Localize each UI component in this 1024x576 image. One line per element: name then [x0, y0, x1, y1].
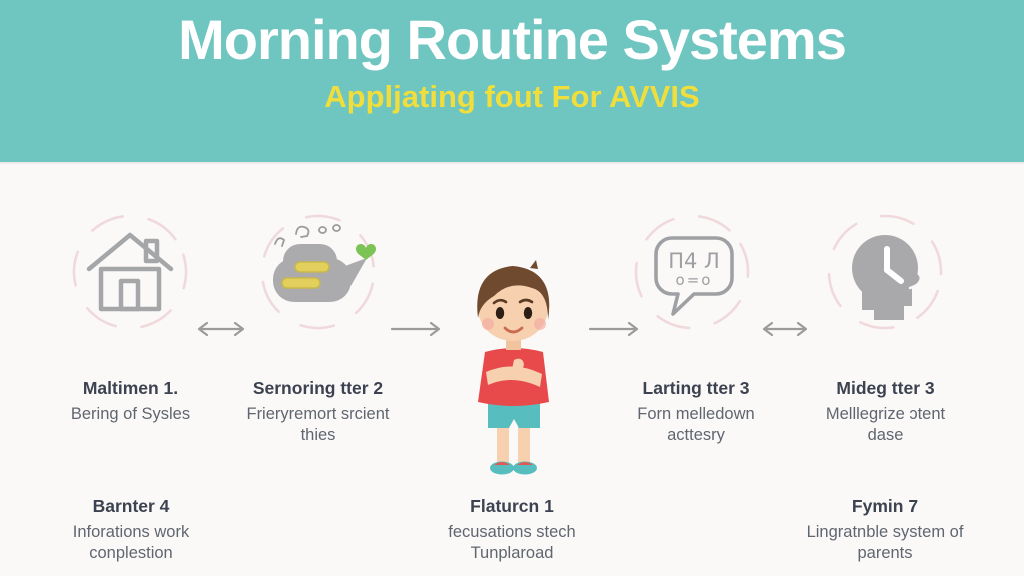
right-arrow	[586, 320, 642, 338]
step-label-2: Sernoring tter 2 Frieryremort srcient th…	[233, 378, 403, 446]
bottom-title: Fymin 7	[851, 496, 919, 516]
halo-circle	[632, 212, 752, 332]
step-title: Mideg tter 3	[836, 378, 935, 398]
halo-circle	[258, 212, 378, 332]
step-desc: Frieryremort srcient thies	[246, 405, 390, 444]
double-arrow	[194, 320, 248, 338]
step-desc: Melllegrize ɔtent dase	[825, 405, 946, 444]
step-label-4: Mideg tter 3 Melllegrize ɔtent dase	[808, 378, 963, 446]
halo-circle	[825, 212, 945, 332]
boy-character	[452, 256, 572, 489]
head-clock-icon	[840, 228, 935, 329]
right-arrow	[388, 320, 444, 338]
step-label-3: Larting tter 3 Forn melledown acttesry	[620, 378, 772, 446]
bottom-desc: Lingratnble system of parents	[806, 523, 964, 562]
heart-icon	[356, 243, 376, 260]
speech-bubble-icon: Π4 Л o=o	[646, 228, 741, 325]
doodle-marks	[274, 224, 341, 247]
bird-stripes	[281, 261, 330, 289]
step-title: Maltimen 1.	[82, 378, 179, 398]
bottom-title: Barnter 4	[92, 496, 170, 516]
step-title: Sernoring tter 2	[252, 378, 384, 398]
step-desc: Bering of Sysles	[70, 405, 191, 423]
halo-circle	[70, 212, 190, 332]
step-title: Larting tter 3	[642, 378, 750, 398]
hair	[477, 266, 550, 320]
bubble-glyphs-line2: o=o	[676, 271, 713, 289]
bottom-desc: fecusations stech Tunplaroad	[448, 523, 576, 562]
clock-hands	[884, 246, 904, 284]
header-banner: Morning Routine Systems Appljating fout …	[0, 0, 1024, 164]
double-arrow	[760, 320, 810, 338]
sandals	[490, 461, 537, 475]
bottom-label-3: Fymin 7 Lingratnble system of parents	[797, 496, 973, 564]
bottom-label-2: Flaturcn 1 fecusations stech Tunplaroad	[425, 496, 599, 564]
bottom-title: Flaturcn 1	[470, 496, 554, 516]
page-subtitle: Appljating fout For AVVIS	[324, 79, 700, 114]
bird-camera-icon	[253, 218, 383, 331]
bubble-glyphs-line1: Π4 Л	[668, 249, 720, 273]
page-title: Morning Routine Systems	[178, 8, 847, 71]
step-label-1: Maltimen 1. Bering of Sysles	[43, 378, 218, 425]
house-icon	[80, 225, 180, 326]
bottom-desc: Inforations work conplestion	[72, 523, 190, 562]
bottom-label-1: Barnter 4 Inforations work conplestion	[50, 496, 212, 564]
step-desc: Forn melledown acttesry	[637, 405, 755, 444]
bird-body	[273, 244, 367, 302]
